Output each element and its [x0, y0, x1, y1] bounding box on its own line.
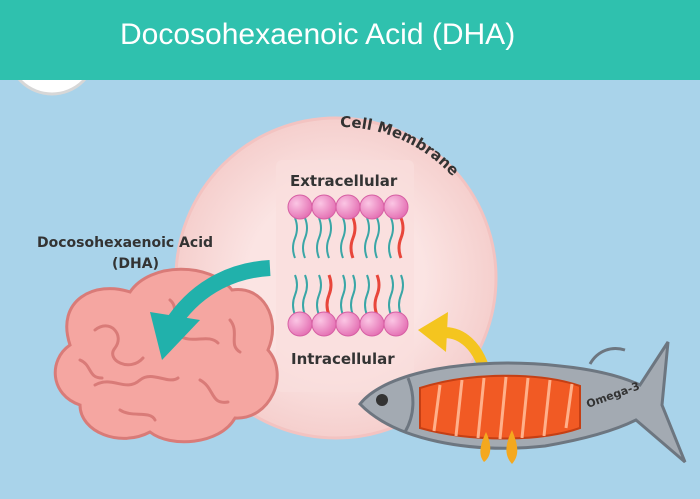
dha-name-label: Docosohexaenoic Acid [37, 235, 214, 251]
page-title: Docosohexaenoic Acid (DHA) [120, 18, 516, 51]
dha-abbr-label: (DHA) [112, 256, 159, 272]
fish-illustration: Omega-3 [358, 341, 687, 464]
intracellular-label: Intracellular [291, 350, 395, 368]
extracellular-label: Extracellular [290, 172, 398, 190]
lipid-bilayer-icon [287, 194, 409, 337]
header-bar [0, 0, 700, 80]
dha-arrow [150, 260, 271, 360]
